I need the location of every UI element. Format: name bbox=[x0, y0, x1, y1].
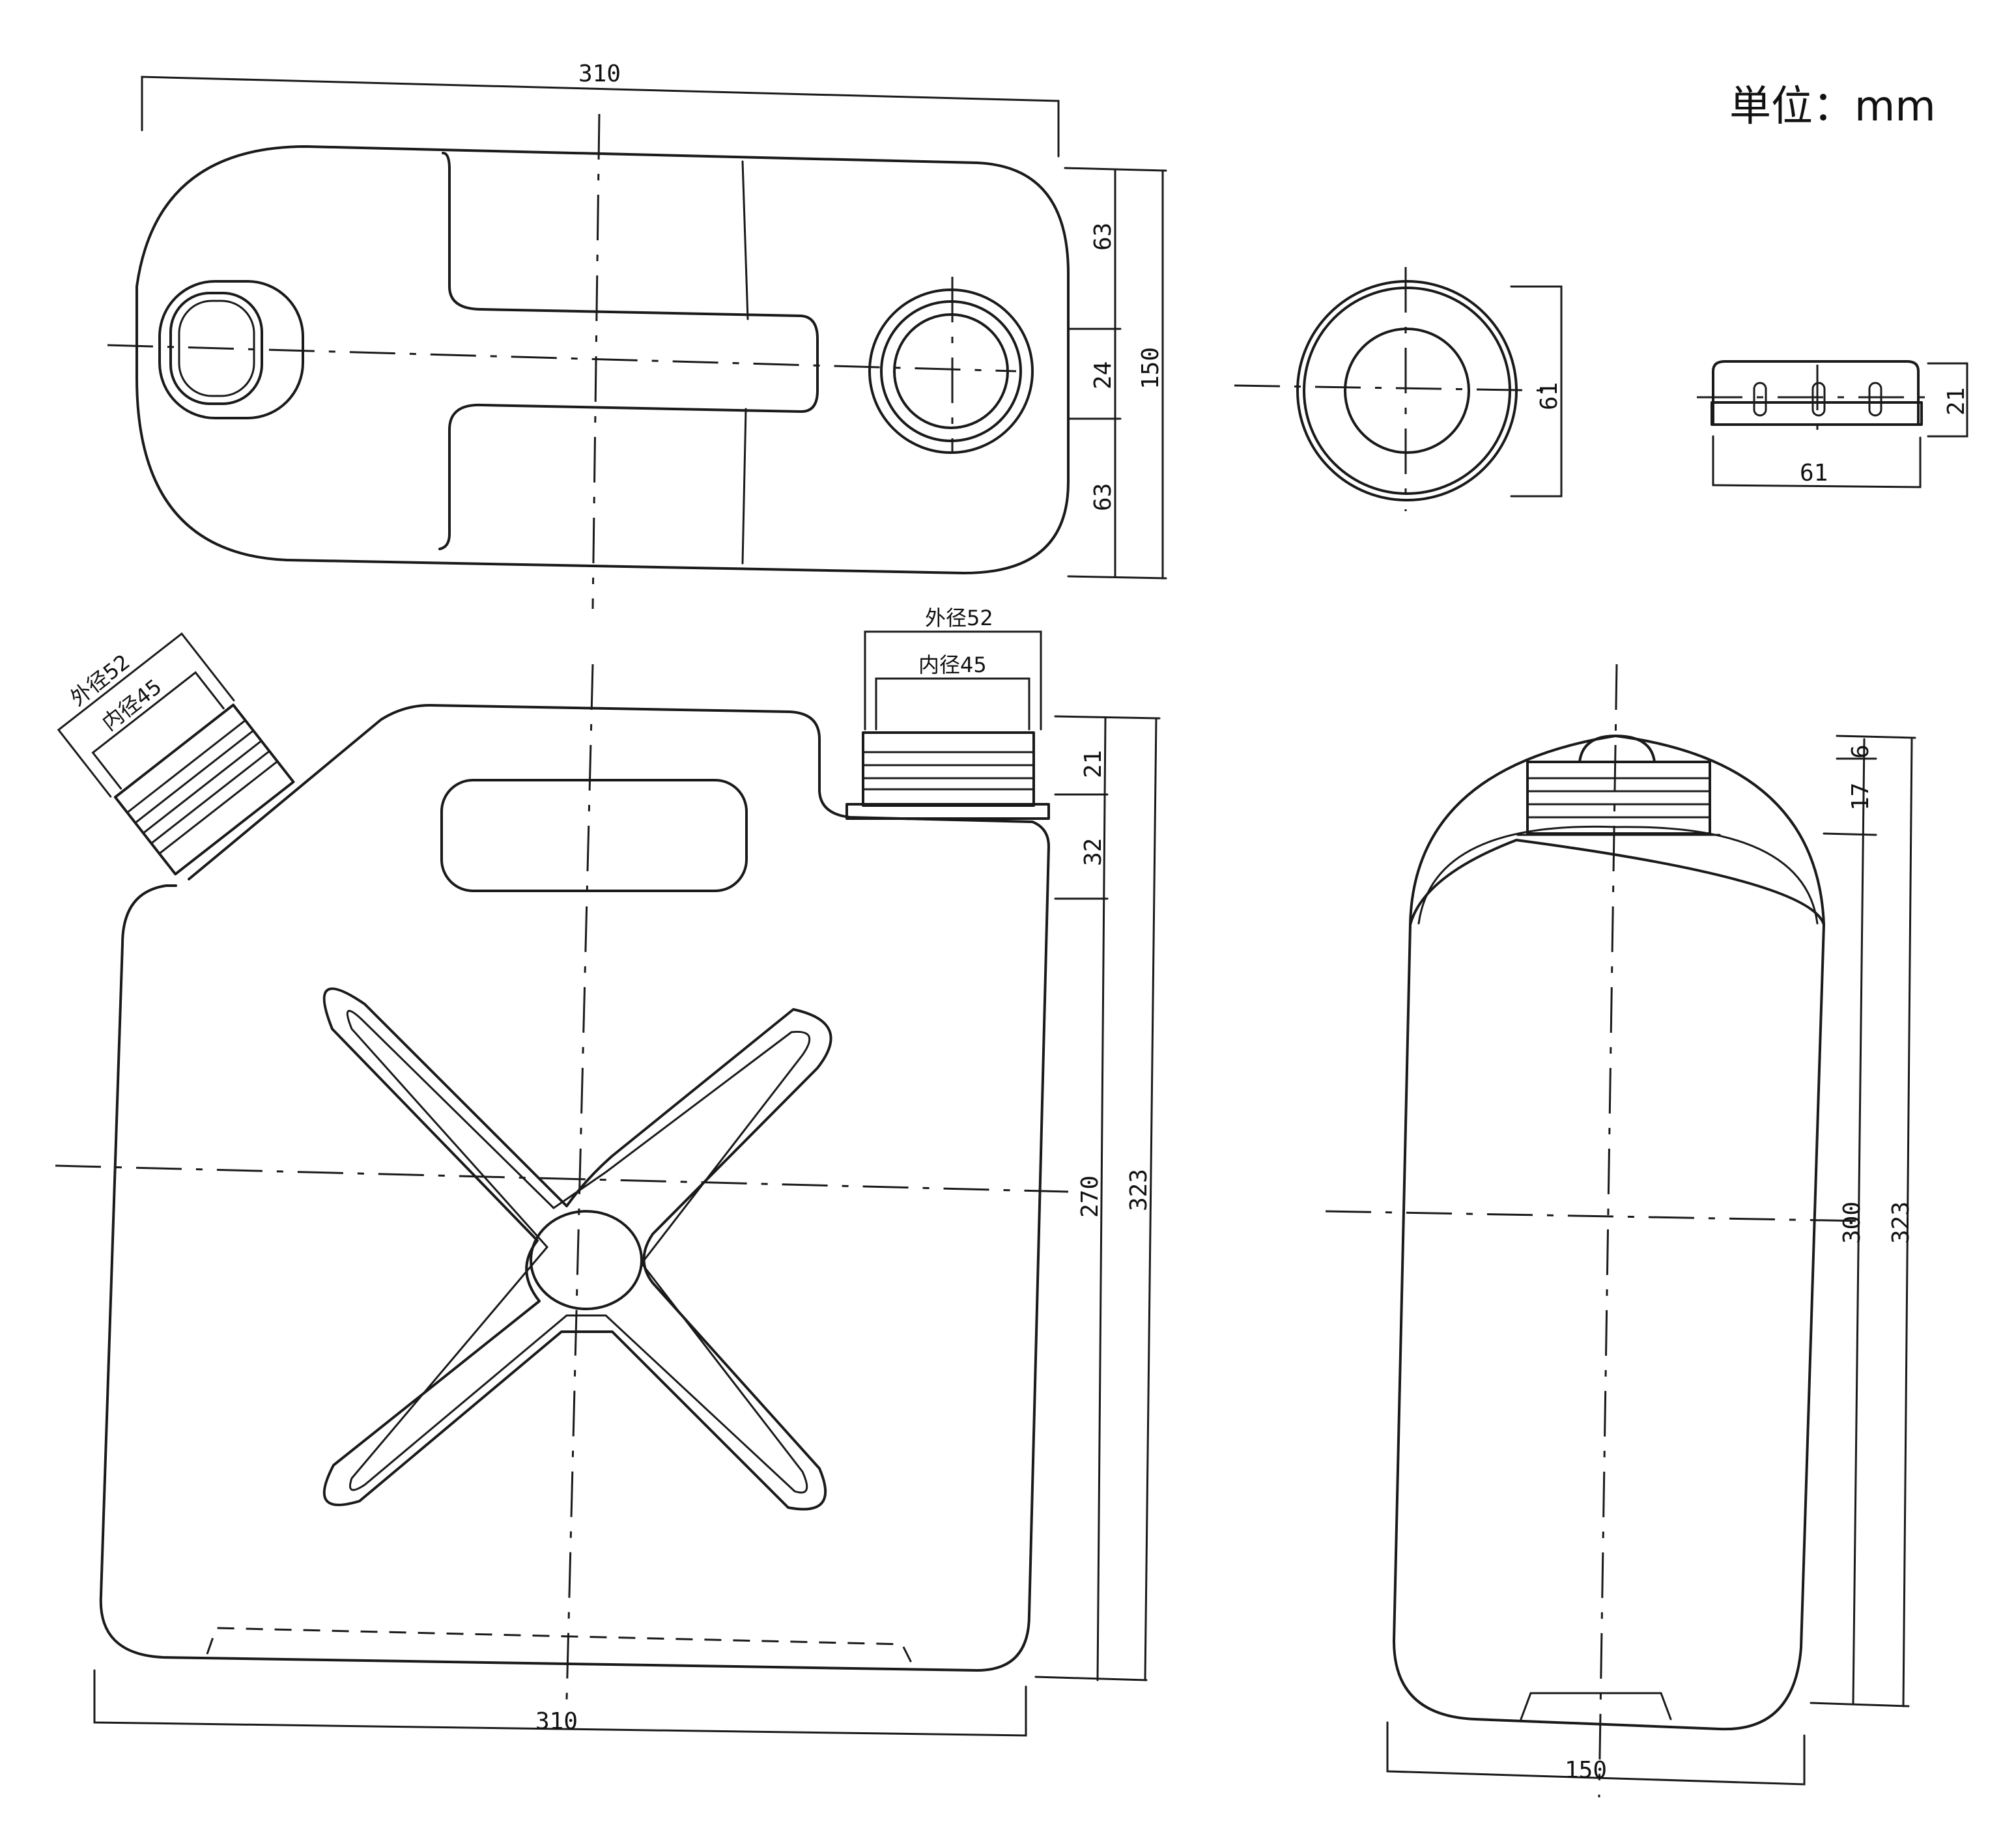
front-view-neck-outer-dim bbox=[57, 632, 235, 798]
front-view-x-rib-inner bbox=[346, 1009, 811, 1494]
side-view-dome-inner bbox=[1417, 825, 1819, 925]
top-view-outline bbox=[135, 145, 1070, 574]
front-view-neck-thread-4 bbox=[150, 750, 271, 845]
top-view-opening-inner bbox=[893, 313, 1009, 429]
cap-side-height: 21 bbox=[1943, 387, 1970, 415]
side-view-center-h bbox=[1325, 1210, 1864, 1222]
front-view-dim-ext-4 bbox=[1034, 1676, 1148, 1681]
side-view-center-v bbox=[1598, 664, 1618, 1798]
cap-top-center-h bbox=[1234, 384, 1557, 392]
front-view-dim-line-a bbox=[1096, 717, 1107, 1681]
cap-side-slot-1 bbox=[1753, 382, 1767, 417]
front-view-dim-shoulder: 32 bbox=[1080, 838, 1107, 866]
side-view: 150 6 17 300 323 bbox=[1325, 664, 1916, 1798]
cap-top-inner bbox=[1344, 328, 1470, 454]
side-view-dim-body: 300 bbox=[1839, 1201, 1866, 1244]
top-view-width-dim bbox=[141, 76, 1060, 158]
side-view-dim-ext-3 bbox=[1823, 832, 1877, 836]
front-view-neck-thread-3 bbox=[142, 740, 263, 834]
front-view-center-v bbox=[565, 664, 594, 1700]
front-view-angled-neck: 外径52 内径45 bbox=[57, 632, 295, 876]
front-view-neck-inner-dim bbox=[91, 671, 225, 790]
top-view-depth: 150 bbox=[1137, 347, 1164, 389]
top-view-spout-inner bbox=[169, 292, 263, 405]
side-view-width: 150 bbox=[1565, 1757, 1607, 1784]
cap-side-slot-3 bbox=[1868, 382, 1882, 417]
side-view-body bbox=[1393, 839, 1825, 1731]
cap-side-view: 21 61 bbox=[1697, 360, 1970, 488]
side-view-dim-cap: 6 bbox=[1847, 744, 1874, 759]
side-view-cap-top bbox=[1578, 735, 1656, 763]
cap-side-width: 61 bbox=[1800, 460, 1828, 486]
top-view-handle-edge bbox=[741, 160, 749, 565]
cap-top-rim bbox=[1303, 287, 1511, 495]
cap-side-slot-2 bbox=[1811, 382, 1826, 417]
top-view-center-h bbox=[107, 344, 1017, 372]
side-view-dim-line-b bbox=[1902, 738, 1913, 1707]
top-view-dim-ext-4 bbox=[1067, 575, 1167, 580]
cap-top-view: 61 bbox=[1234, 267, 1563, 511]
side-view-dome bbox=[1409, 735, 1825, 926]
top-view-spout-outer bbox=[158, 280, 304, 419]
side-view-width-dim bbox=[1386, 1721, 1806, 1786]
top-view-center-v bbox=[591, 113, 601, 610]
side-view-dim-ext-1 bbox=[1836, 735, 1916, 739]
cap-side-body bbox=[1712, 360, 1920, 425]
top-view-opening-outer bbox=[868, 288, 1034, 454]
unit-label: 単位：mm bbox=[1729, 83, 1936, 131]
front-view-neck-thread-5 bbox=[158, 760, 279, 855]
top-view-opening-mid bbox=[880, 300, 1022, 442]
side-view-dim-line-a bbox=[1852, 738, 1866, 1704]
front-view-spout-neck bbox=[862, 731, 1035, 807]
front-view-neck-thread-2 bbox=[134, 729, 255, 824]
cap-top-dim bbox=[1510, 285, 1563, 498]
front-view-body bbox=[99, 704, 1050, 1672]
top-view-dim-upper: 63 bbox=[1090, 223, 1116, 251]
top-view: 310 63 24 63 150 bbox=[107, 61, 1167, 610]
cap-top-diameter: 61 bbox=[1536, 382, 1563, 410]
top-view-dim-lower: 63 bbox=[1090, 483, 1116, 511]
cap-top-outer bbox=[1296, 280, 1518, 501]
front-view-width-dim bbox=[93, 1669, 1027, 1737]
front-view-spout-outer: 外径52 bbox=[925, 606, 993, 630]
front-view-x-hub bbox=[530, 1210, 643, 1310]
cap-side-height-dim bbox=[1927, 362, 1968, 438]
side-view-dim-total: 323 bbox=[1888, 1201, 1914, 1244]
top-view-width-label: 310 bbox=[578, 61, 621, 87]
front-view-dim-line-b bbox=[1144, 717, 1157, 1681]
front-view-width: 310 bbox=[535, 1708, 578, 1735]
top-view-dim-middle: 24 bbox=[1090, 361, 1116, 389]
front-view: 外径52 内径45 外径52 内径45 310 bbox=[55, 606, 1161, 1737]
front-view-spout-inner: 内径45 bbox=[918, 653, 987, 677]
front-view-center-h bbox=[55, 1164, 1069, 1193]
cap-side-width-dim bbox=[1712, 435, 1922, 488]
front-view-spout-inner-dim bbox=[875, 677, 1030, 731]
front-view-x-rib-outer bbox=[322, 987, 832, 1511]
side-view-dim-ext-4 bbox=[1810, 1702, 1910, 1707]
side-view-neck bbox=[1526, 761, 1711, 835]
top-view-handle bbox=[438, 152, 819, 550]
side-view-dim-neck: 17 bbox=[1847, 783, 1874, 811]
front-view-neck-body bbox=[113, 703, 295, 876]
front-view-dim-ext-1 bbox=[1054, 715, 1161, 720]
front-view-handle-hole bbox=[440, 779, 748, 892]
front-view-dim-total: 323 bbox=[1126, 1169, 1152, 1211]
front-view-foot bbox=[206, 1627, 916, 1671]
front-view-neck-thread-1 bbox=[126, 719, 247, 814]
front-view-spout-outer-dim bbox=[864, 630, 1042, 731]
front-view-dim-body: 270 bbox=[1077, 1175, 1103, 1218]
front-view-dim-neck: 21 bbox=[1080, 750, 1107, 778]
side-view-foot bbox=[1520, 1692, 1672, 1721]
top-view-dim-ext-1 bbox=[1064, 167, 1167, 172]
